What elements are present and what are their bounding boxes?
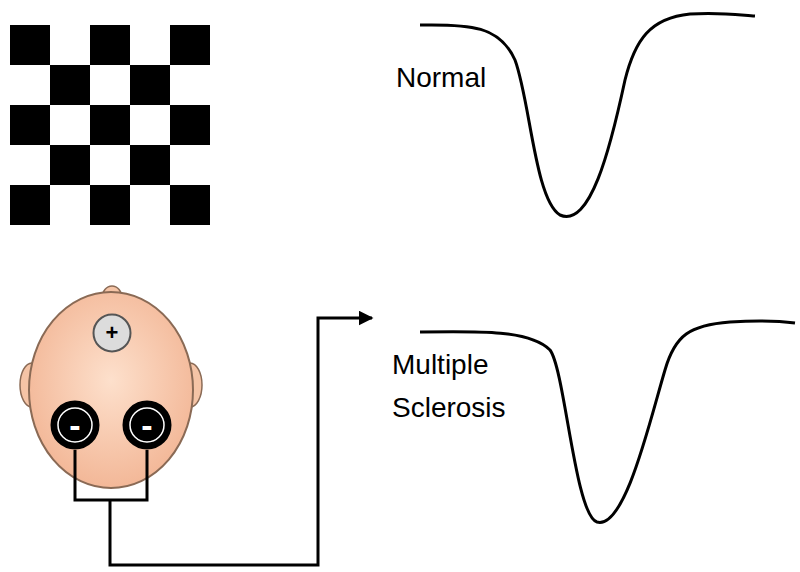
signal-wire [110,318,372,565]
checker-square [90,185,130,225]
electrode-sign: + [106,322,119,344]
electrode-wire [75,450,147,500]
waveform-label: Normal [396,56,536,99]
electrode-disc [52,402,99,449]
checker-square [50,65,90,105]
electrode-ring [58,408,92,442]
reference-electrode: + [92,313,132,353]
checker-square [170,25,210,65]
waveform [420,13,755,216]
checker-square [90,105,130,145]
checker-square [170,105,210,145]
checker-square [50,145,90,185]
recording-electrode: - [50,400,100,450]
electrode-disc [94,315,131,352]
recording-electrode: - [122,400,172,450]
electrode-disc [124,402,171,449]
waveform-label: Multiple Sclerosis [392,343,527,429]
electrode-sign: - [141,408,152,442]
checker-square [130,65,170,105]
electrode-ring [130,408,164,442]
head [29,292,193,488]
checker-square [90,25,130,65]
checker-square [10,185,50,225]
checkerboard [10,25,210,225]
checker-square [130,145,170,185]
checker-square [10,25,50,65]
checker-square [170,185,210,225]
electrode-sign: - [69,408,80,442]
checker-square [10,105,50,145]
